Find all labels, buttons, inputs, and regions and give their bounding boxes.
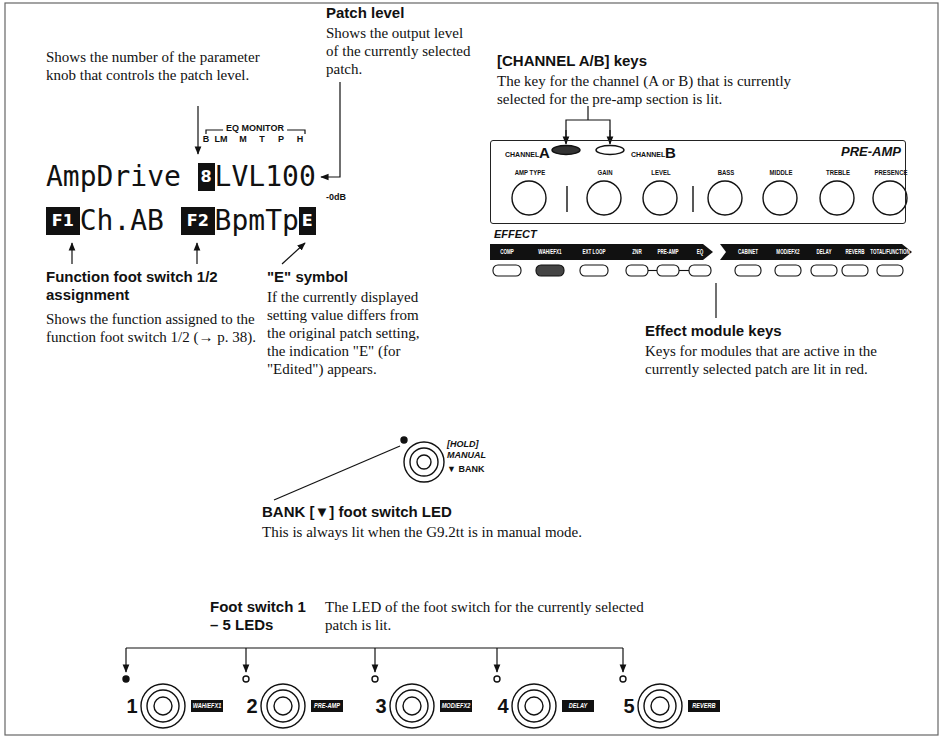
callout-heading: "E" symbol (267, 268, 348, 286)
effect-band: EFFECTCOMPWAH/EFX1EXT LOOPZNRPRE-AMPEQ (490, 244, 713, 260)
callout-text: Shows the output level of the currently … (326, 24, 476, 78)
callout-number: 4 (497, 695, 508, 717)
lcd-text: BpmTp (215, 204, 299, 238)
node-text: COMP (500, 244, 514, 260)
lcd-icon: F1 (46, 207, 80, 235)
node-text: ZNR (632, 244, 641, 260)
node-text: MOD/EFX2 (776, 244, 799, 260)
node-text: MOD/EFX2 (440, 700, 472, 712)
callout-text: The key for the channel (A or B) that is… (497, 72, 842, 108)
node-text: DELAY (816, 244, 831, 260)
callout-number: 1 (126, 695, 137, 717)
lcd-text: AmpDrive (46, 160, 181, 194)
node-text: TOTAL/FUNCTION (870, 244, 910, 260)
node-text: GAIN (598, 168, 613, 177)
node-text: CABINET (738, 244, 758, 260)
eq-band: H (297, 134, 304, 145)
footswitches (123, 676, 682, 728)
callout-heading: Function foot switch 1/2 assignment (46, 268, 246, 304)
node-text: A (539, 144, 550, 161)
node-text: MIDDLE (770, 168, 793, 177)
node-text: PRE-AMP (658, 244, 679, 260)
node-text: CHANNEL (631, 150, 665, 159)
switch-label: ▼ BANK (447, 464, 484, 475)
frame (5, 3, 938, 735)
node-text: WAH/EFX1 (191, 700, 223, 712)
eq-band: M (239, 134, 247, 145)
callout-heading: Patch level (326, 4, 404, 22)
node-text: PRESENCE (874, 168, 907, 177)
lcd-icon: F2 (181, 207, 215, 235)
switch-tag: DELAY (558, 700, 598, 712)
eq-band: B (203, 134, 210, 145)
node-text: REVERB (688, 700, 720, 712)
node-text: PRE-AMP (311, 700, 343, 712)
bank-footswitch (401, 437, 444, 482)
lcd-icon: E (299, 207, 316, 235)
callout-heading: [CHANNEL A/B] keys (497, 52, 647, 70)
node-text: CHANNEL (505, 150, 539, 159)
callout-text: Shows the number of the parameter knob t… (46, 48, 281, 84)
effect-band: CABINET MOD/EFX2 DELAY REVERB TOTAL/FUNCTION (720, 244, 912, 260)
node-text: REVERB (846, 244, 865, 260)
callout-number: 3 (375, 695, 386, 717)
node-text: EXT LOOP (582, 244, 605, 260)
callout-text: If the currently displayed setting value… (267, 288, 425, 378)
switch-tag: WAH/EFX1 (187, 700, 227, 712)
level-mark: -0dB (326, 192, 346, 203)
switch-tag: PRE-AMP (307, 700, 347, 712)
callout-heading: Effect module keys (645, 322, 782, 340)
lcd-text: Ch.AB (80, 204, 164, 238)
callout-heading: BANK [▼] foot switch LED (262, 503, 452, 521)
node-text: PRE-AMP (841, 144, 901, 159)
pre-amp-panel: CHANNELACHANNELBPRE-AMPAMP TYPEGAINLEVEL… (490, 140, 906, 224)
lcd-text: LVL100 (215, 160, 316, 194)
eq-band: LM (215, 134, 228, 145)
node-text: EFFECT (494, 228, 537, 241)
switch-tag: MOD/EFX2 (436, 700, 476, 712)
node-text: B (665, 144, 676, 161)
node-text: LEVEL (651, 168, 670, 177)
callout-text: Keys for modules that are active in the … (645, 342, 933, 378)
callout-heading: Foot switch 1 – 5 LEDs (210, 598, 310, 634)
callout-text: The LED of the foot switch for the curre… (325, 598, 655, 634)
callout-number: 2 (246, 695, 257, 717)
callout-text: Shows the function assigned to the funct… (46, 310, 261, 346)
node-text: EQ (697, 244, 704, 260)
switch-tag: REVERB (684, 700, 724, 712)
switch-label: MANUAL (447, 450, 486, 461)
eq-band: T (259, 134, 265, 145)
node-text: BASS (718, 168, 735, 177)
module-keys (493, 265, 903, 276)
node-text: AMP TYPE (515, 168, 546, 177)
node-text: WAH/EFX1 (538, 244, 561, 260)
eq-monitor-label: EQ MONITOR (223, 123, 287, 134)
switch-label: [HOLD] (447, 439, 479, 450)
callout-text: This is always lit when the G9.2tt is in… (262, 523, 762, 541)
node-text: DELAY (562, 700, 594, 712)
callout-number: 5 (623, 695, 634, 717)
lcd-icon: 8 (198, 163, 215, 191)
eq-band: P (278, 134, 284, 145)
node-text: TREBLE (826, 168, 850, 177)
